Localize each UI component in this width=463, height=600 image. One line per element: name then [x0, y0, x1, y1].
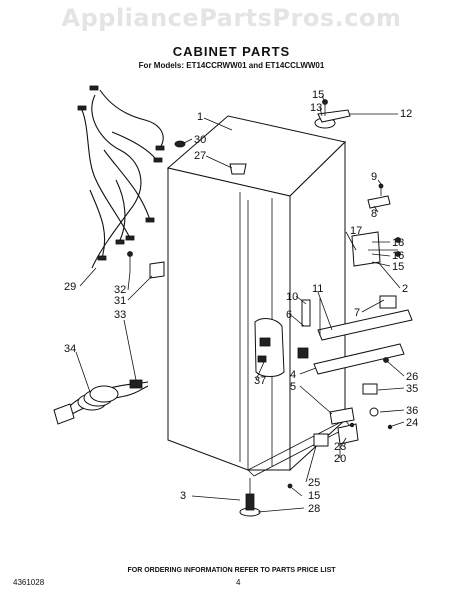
model-subtitle: For Models: ET14CCRWW01 and ET14CCLWW01 [138, 61, 325, 70]
callout-8: 8 [371, 208, 377, 220]
callout-17: 17 [350, 225, 362, 237]
callout-15-bottom: 15 [308, 490, 320, 502]
bumper-parts [174, 140, 247, 175]
right-hardware [297, 183, 413, 447]
leveling-leg [239, 478, 293, 517]
wiring-harness [77, 85, 165, 269]
interior-cutout [254, 318, 285, 377]
callout-35: 35 [406, 383, 418, 395]
callout-5: 5 [290, 381, 296, 393]
callout-2: 2 [402, 283, 408, 295]
callout-26: 26 [406, 371, 418, 383]
callout-10: 10 [286, 291, 298, 303]
callout-3: 3 [180, 490, 186, 502]
callout-11: 11 [312, 283, 323, 295]
cabinet-body [166, 115, 351, 477]
callout-9: 9 [371, 171, 377, 183]
callout-36: 36 [406, 405, 418, 417]
callout-30: 30 [194, 134, 206, 146]
callout-27: 27 [194, 150, 206, 162]
callout-4: 4 [290, 369, 296, 381]
callout-37: 37 [254, 375, 266, 387]
callout-29: 29 [64, 281, 76, 293]
callout-18: 18 [392, 237, 404, 249]
page-title: CABINET PARTS [172, 44, 291, 59]
page-number: 4 [236, 578, 241, 587]
ground-screw [127, 251, 165, 279]
power-cord [53, 379, 149, 425]
callout-34: 34 [64, 343, 76, 355]
callout-6: 6 [286, 309, 292, 321]
callout-1: 1 [197, 111, 203, 123]
callout-33: 33 [114, 309, 126, 321]
callout-28: 28 [308, 503, 320, 515]
document-number: 4361028 [13, 578, 45, 587]
ordering-note: FOR ORDERING INFORMATION REFER TO PARTS … [127, 567, 336, 574]
callout-7: 7 [354, 307, 360, 319]
watermark-logo: AppliancePartsPros.com [61, 4, 402, 32]
callout-16: 16 [392, 250, 404, 262]
callout-24: 24 [406, 417, 418, 429]
callout-20: 20 [334, 453, 346, 465]
callout-12: 12 [400, 108, 412, 120]
callout-15-right: 15 [392, 261, 404, 273]
callout-25: 25 [308, 477, 320, 489]
callout-23: 23 [334, 441, 346, 453]
callout-32: 32 [114, 284, 126, 296]
callout-15-top: 15 [312, 89, 324, 101]
callout-13: 13 [310, 102, 322, 114]
leader-lines [75, 95, 405, 513]
callout-labels: 1 30 27 15 13 12 9 8 17 18 16 15 2 7 11 … [64, 89, 418, 515]
callout-31: 31 [114, 295, 126, 307]
